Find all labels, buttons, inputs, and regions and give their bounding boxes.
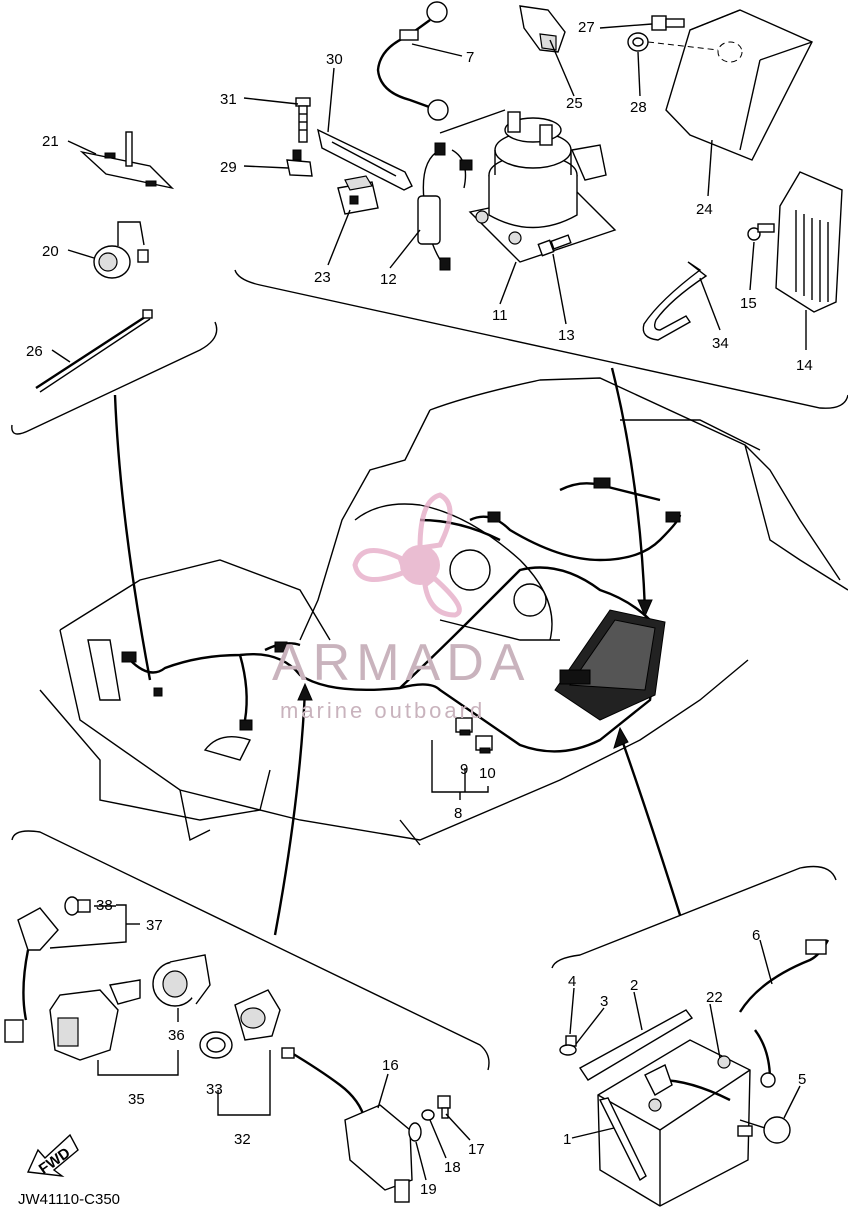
- washer-19: [408, 1122, 422, 1142]
- part-label-32: 32: [234, 1131, 251, 1148]
- regulator-14: [775, 171, 843, 313]
- watermark: ARMADA marine outboard: [272, 492, 530, 723]
- switch-9: [455, 717, 473, 736]
- fwd-arrow-icon: [26, 1133, 79, 1177]
- part-label-16: 16: [382, 1057, 399, 1074]
- top-parts-group: [11, 1, 848, 435]
- cable-16: [281, 1047, 413, 1203]
- bracket-plate-21: [79, 131, 175, 190]
- cover-5: [737, 1116, 791, 1144]
- part-label-36: 36: [168, 1027, 185, 1044]
- bottom-left-boundary: [11, 830, 490, 1071]
- switch-10: [475, 735, 493, 754]
- part-label-9: 9: [460, 761, 468, 778]
- starter-relay-11: [468, 111, 617, 263]
- cap-36: [152, 954, 211, 1007]
- part-label-33: 33: [206, 1081, 223, 1098]
- part-label-8: 8: [454, 805, 462, 822]
- figure-code: JW41110-C350: [18, 1191, 120, 1208]
- part-label-34: 34: [712, 335, 729, 352]
- part-label-24: 24: [696, 201, 713, 218]
- lead-7: [376, 1, 449, 121]
- part-label-19: 19: [420, 1181, 437, 1198]
- watermark-tagline: marine outboard: [280, 698, 485, 723]
- watermark-brand: ARMADA: [272, 634, 530, 692]
- installed-battery: [554, 609, 666, 721]
- part-label-15: 15: [740, 295, 757, 312]
- part-label-1: 1: [563, 1131, 571, 1148]
- part-label-23: 23: [314, 269, 331, 286]
- vehicle-frame: [39, 377, 848, 846]
- screw-17: [437, 1095, 451, 1119]
- part-label-4: 4: [568, 973, 576, 990]
- part-label-25: 25: [566, 95, 583, 112]
- bolt-31: [295, 97, 311, 143]
- part-label-5: 5: [798, 1071, 806, 1088]
- part-label-2: 2: [630, 977, 638, 994]
- cover-24: [647, 9, 813, 161]
- part-label-38: 38: [96, 897, 113, 914]
- part-number-labels: 1 2 3 4 5 6 7 8 9 10 11 12 13 14 15 16 1…: [26, 19, 813, 1198]
- bottom-right-boundary: [551, 865, 837, 969]
- part-label-17: 17: [468, 1141, 485, 1158]
- part-label-12: 12: [380, 271, 397, 288]
- bracket-25: [519, 5, 566, 53]
- screw-27: [651, 15, 685, 31]
- lead-22: [644, 1064, 731, 1102]
- part-label-21: 21: [42, 133, 59, 150]
- lead-6: [738, 939, 830, 1088]
- cable-tie-26: [35, 309, 153, 393]
- bracket-8: [431, 740, 489, 800]
- leader-lines: [51, 23, 807, 1181]
- top-section-boundary: [234, 269, 848, 409]
- switch-32: [234, 989, 281, 1041]
- part-label-18: 18: [444, 1159, 461, 1176]
- part-label-3: 3: [600, 993, 608, 1010]
- part-label-6: 6: [752, 927, 760, 944]
- left-top-boundary: [11, 321, 218, 435]
- pointer-arrows: [113, 367, 682, 936]
- bolt-13: [537, 234, 572, 257]
- socket-37: [4, 907, 59, 1043]
- part-label-31: 31: [220, 91, 237, 108]
- part-label-11: 11: [492, 307, 508, 324]
- coupler-23: [337, 175, 379, 215]
- band-2: [578, 1009, 694, 1182]
- part-label-26: 26: [26, 343, 43, 360]
- part-label-10: 10: [479, 765, 496, 782]
- part-label-27: 27: [578, 19, 595, 36]
- bracket-35: [97, 1050, 179, 1076]
- washer-18: [421, 1109, 435, 1121]
- part-label-37: 37: [146, 917, 163, 934]
- part-label-35: 35: [128, 1091, 145, 1108]
- nut-3: [559, 1044, 577, 1056]
- main-switch-35: [49, 979, 141, 1061]
- bracket-32: [217, 1050, 271, 1116]
- grommet-28: [627, 32, 649, 52]
- propeller-logo-icon: [352, 492, 462, 618]
- fuse-holder-12: [417, 142, 473, 271]
- clip-29: [286, 149, 313, 177]
- part-label-30: 30: [326, 51, 343, 68]
- wire-harness: [121, 477, 682, 753]
- band-30: [317, 128, 413, 191]
- bolt-15: [747, 223, 775, 241]
- part-label-20: 20: [42, 243, 59, 260]
- part-label-28: 28: [630, 99, 647, 116]
- part-label-13: 13: [558, 327, 575, 344]
- part-label-29: 29: [220, 159, 237, 176]
- part-label-7: 7: [466, 49, 474, 66]
- leader-relay: [439, 109, 506, 134]
- bulb-38: [64, 896, 91, 916]
- band-34: [642, 261, 708, 341]
- nut-33: [199, 1031, 233, 1059]
- part-label-14: 14: [796, 357, 813, 374]
- horn-20: [93, 221, 149, 279]
- part-label-22: 22: [706, 989, 723, 1006]
